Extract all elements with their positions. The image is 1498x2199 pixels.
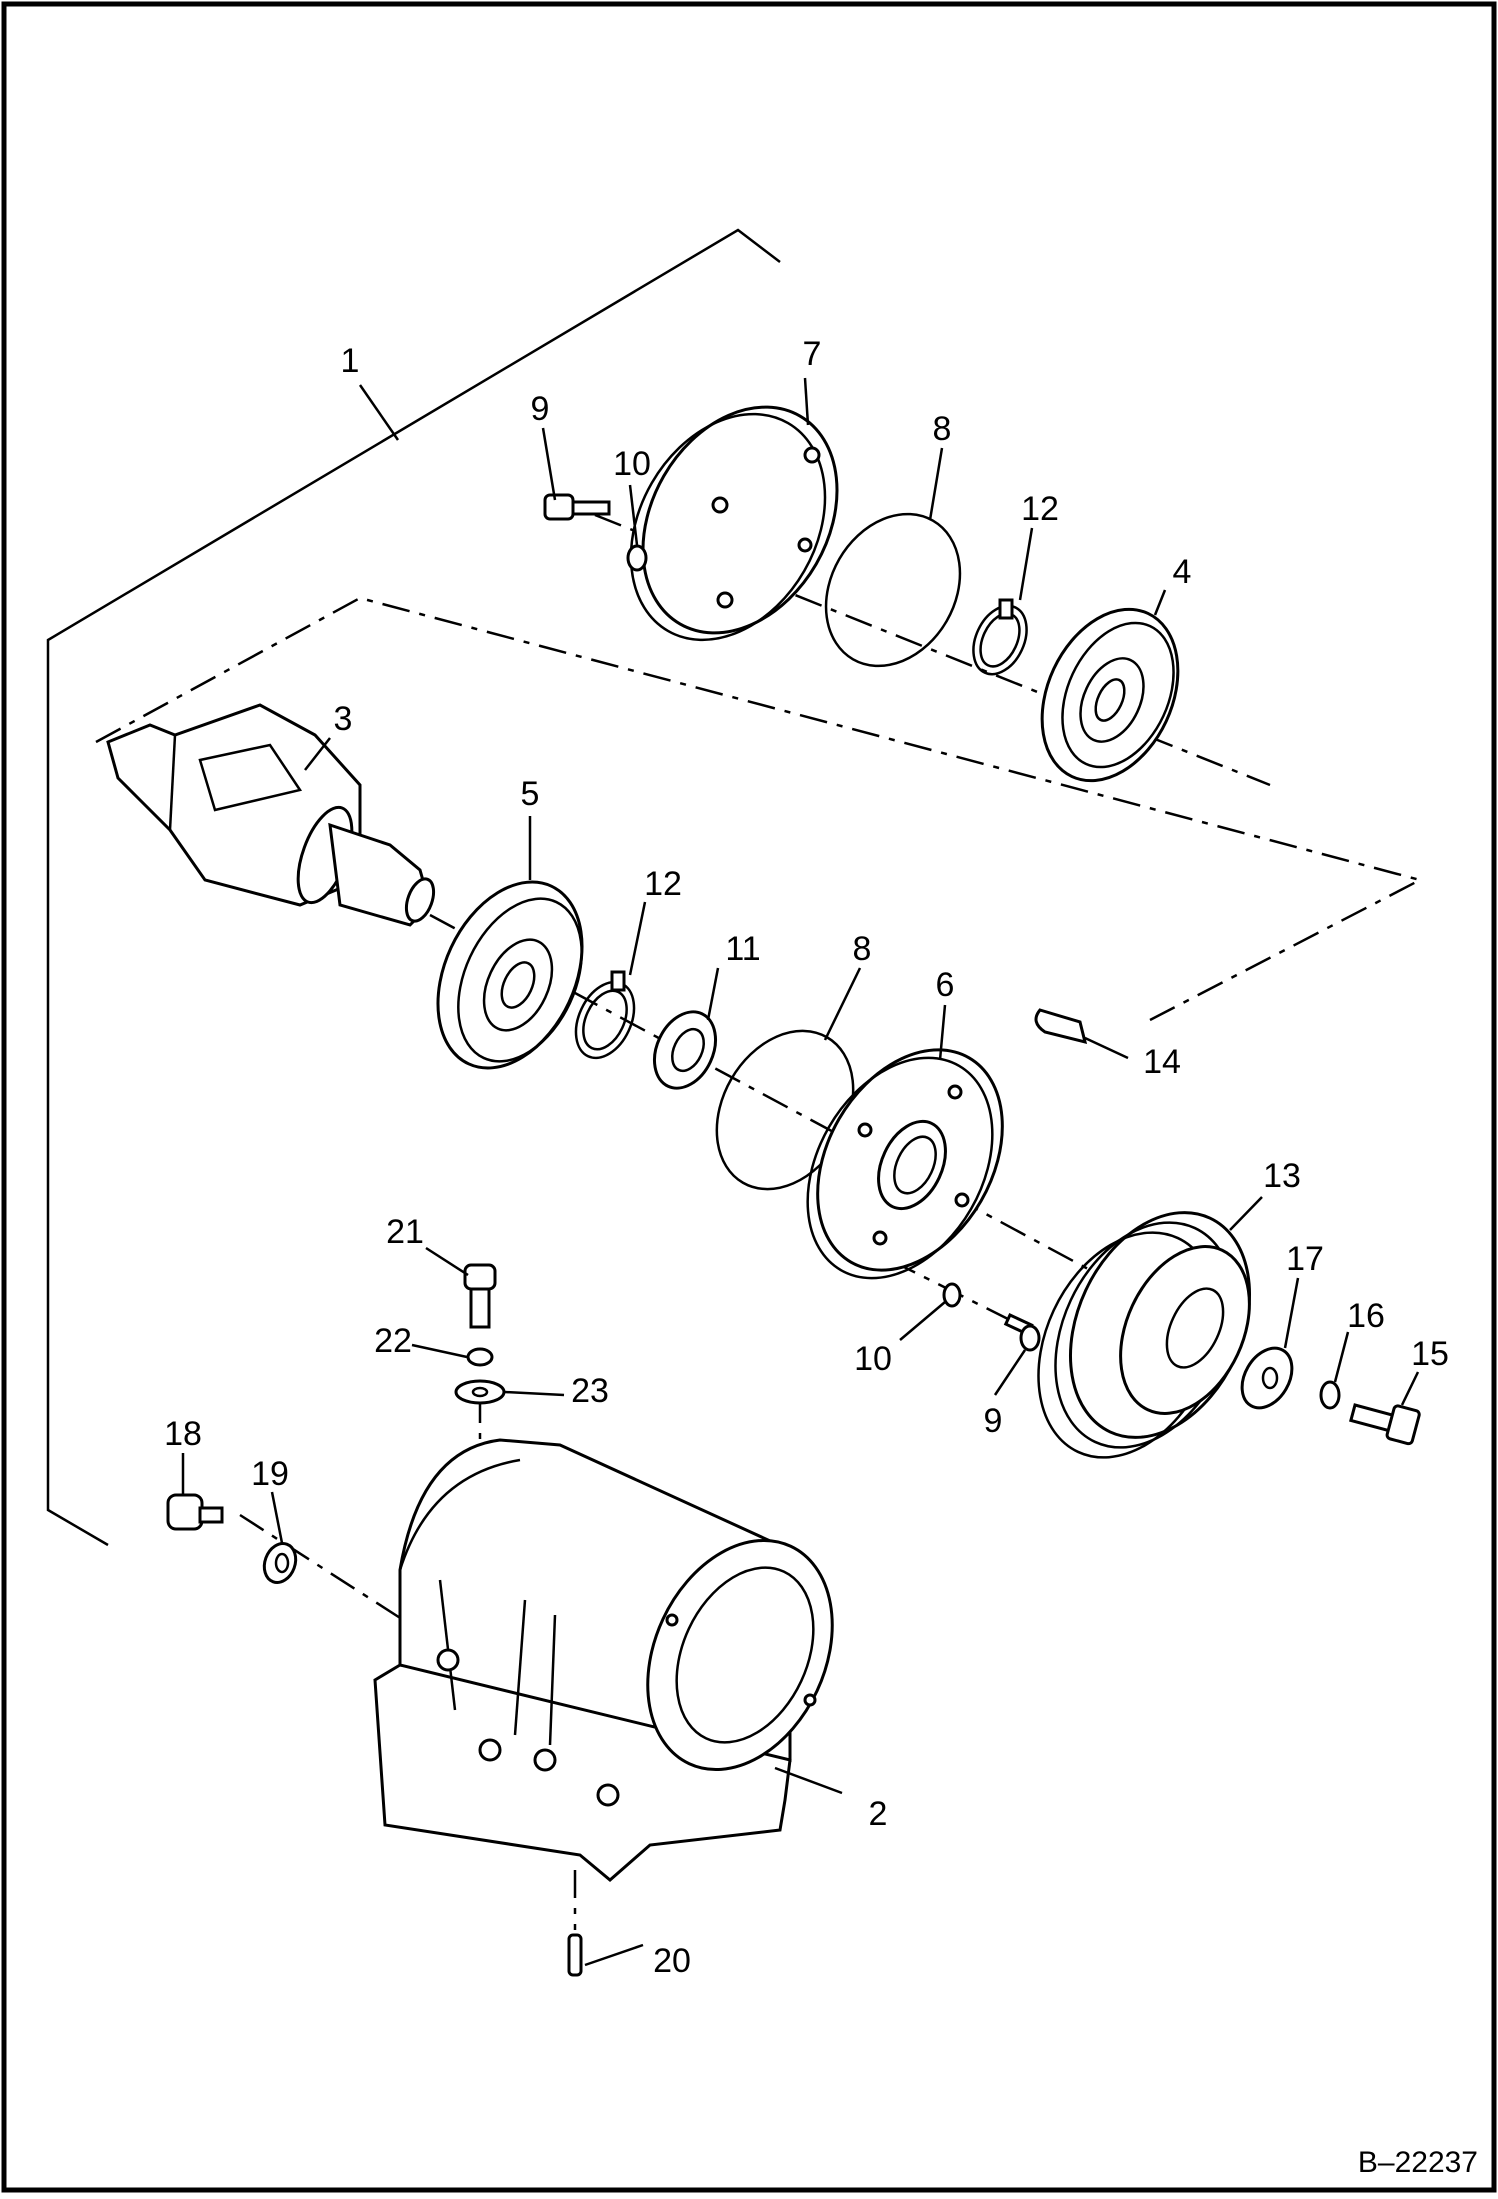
snap-ring-12-lower (574, 970, 636, 1060)
lock-washer-22 (466, 1347, 494, 1367)
callout-23: 23 (571, 1372, 609, 1410)
callout-5: 5 (521, 775, 540, 813)
bearing-4 (1040, 607, 1180, 783)
callout-8-upper: 8 (933, 410, 952, 448)
callout-8-lower: 8 (853, 930, 872, 968)
callout-6: 6 (936, 966, 955, 1004)
leader-lines (181, 377, 1420, 1967)
callout-9-lower: 9 (984, 1402, 1003, 1440)
callout-13: 13 (1263, 1157, 1301, 1195)
callout-9-upper: 9 (531, 390, 550, 428)
callout-11: 11 (725, 930, 760, 968)
assembly-bracket (46, 228, 781, 1547)
callout-20: 20 (653, 1942, 691, 1980)
callout-3: 3 (334, 700, 353, 738)
callout-14: 14 (1143, 1043, 1181, 1081)
bolt-21 (463, 1263, 497, 1329)
lock-washer-10-lower (942, 1282, 962, 1308)
washer-19 (262, 1542, 298, 1584)
cover-plate-7 (629, 405, 839, 642)
callout-17: 17 (1286, 1240, 1324, 1278)
callout-19: 19 (251, 1455, 289, 1493)
figure-reference: B–22237 (1358, 2146, 1478, 2179)
washer-23 (454, 1379, 506, 1405)
spacer-11 (653, 1010, 717, 1090)
lock-washer-16 (1319, 1380, 1341, 1410)
pulley-13 (1037, 1211, 1251, 1459)
bolt-9-upper (543, 493, 611, 521)
plug-bolt-18 (166, 1493, 224, 1531)
callout-labels: 1 2 3 4 5 6 7 8 8 9 9 10 10 11 12 12 13 … (164, 335, 1478, 2179)
subassembly-outline (95, 596, 1424, 1022)
callout-2: 2 (869, 1795, 888, 1833)
snap-ring-12-upper (972, 598, 1028, 676)
housing-2 (373, 1438, 834, 1882)
pin-20 (567, 1933, 583, 1977)
flange-6 (806, 1048, 1004, 1280)
key-14 (1034, 1008, 1088, 1045)
lock-washer-10-upper (626, 544, 648, 572)
callout-12-lower: 12 (644, 865, 682, 903)
bearing-5 (436, 880, 584, 1070)
callout-16: 16 (1347, 1297, 1385, 1335)
shaft-3 (106, 703, 436, 927)
callout-10-lower: 10 (854, 1340, 892, 1378)
callout-15: 15 (1411, 1335, 1449, 1373)
callout-1: 1 (341, 342, 360, 380)
washer-17 (1240, 1346, 1294, 1410)
bolt-15 (1349, 1403, 1421, 1446)
callout-12-upper: 12 (1021, 490, 1059, 528)
callout-18: 18 (164, 1415, 202, 1453)
callout-4: 4 (1173, 553, 1192, 591)
callout-10-upper: 10 (613, 445, 651, 483)
callout-22: 22 (374, 1322, 412, 1360)
o-ring-8-upper (824, 512, 962, 668)
callout-7: 7 (803, 335, 822, 373)
callout-21: 21 (386, 1213, 424, 1251)
bolt-9-lower (1003, 1313, 1041, 1352)
